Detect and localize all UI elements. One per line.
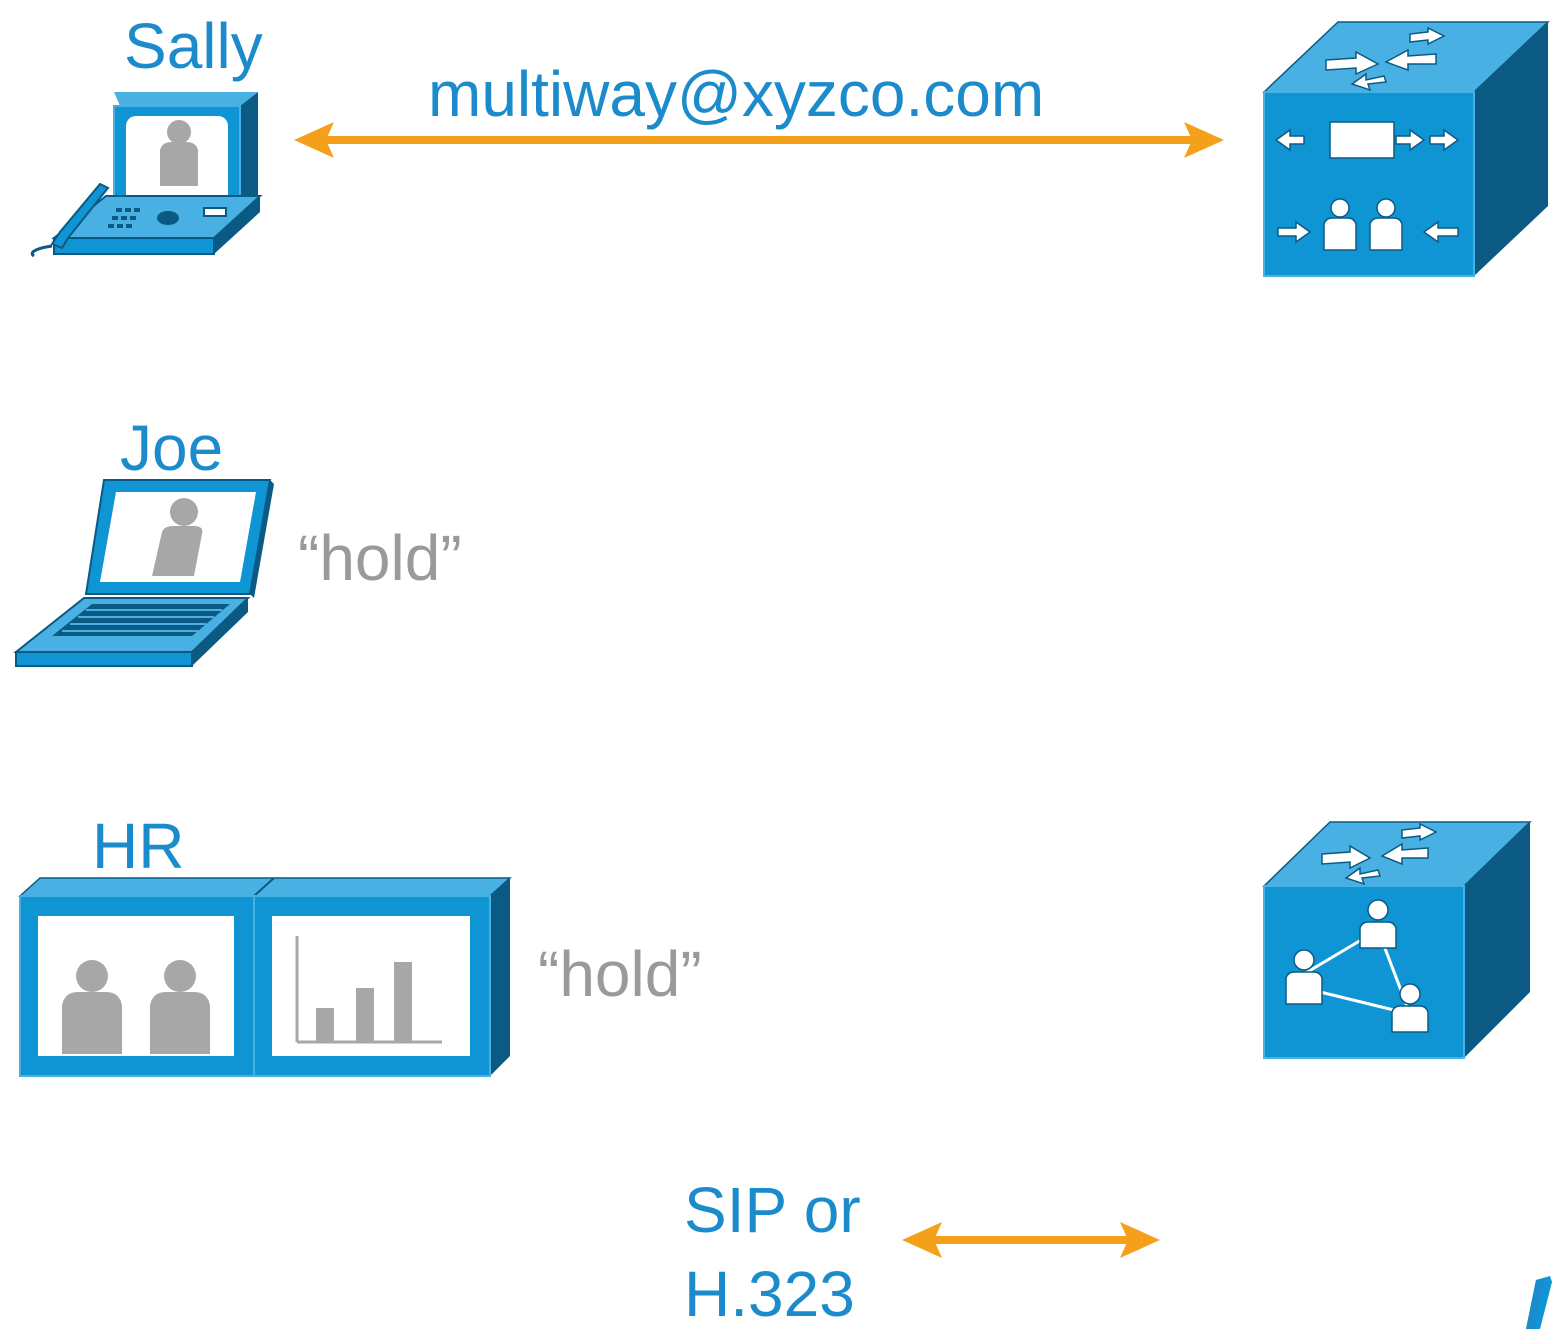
endpoint-label-hr: HR bbox=[92, 810, 185, 882]
partial-device-icon bbox=[1526, 1276, 1552, 1329]
status-label-joe-hold: “hold” bbox=[298, 522, 462, 594]
status-label-hr-hold: “hold” bbox=[538, 938, 702, 1010]
conference-bridge-icon bbox=[1262, 21, 1550, 277]
protocol-label-line1: SIP or bbox=[684, 1174, 861, 1246]
double-arrow-icon bbox=[294, 122, 1224, 158]
video-phone-icon bbox=[30, 92, 263, 258]
connection-label-multiway: multiway@xyzco.com bbox=[428, 58, 1045, 130]
telepresence-room-icon bbox=[18, 877, 512, 1077]
multipoint-control-unit-icon bbox=[1262, 821, 1532, 1059]
endpoint-label-joe: Joe bbox=[120, 412, 224, 484]
endpoint-label-sally: Sally bbox=[124, 10, 263, 82]
double-arrow-icon bbox=[902, 1222, 1160, 1258]
laptop-video-icon bbox=[13, 479, 274, 667]
protocol-label-line2: H.323 bbox=[684, 1258, 855, 1330]
